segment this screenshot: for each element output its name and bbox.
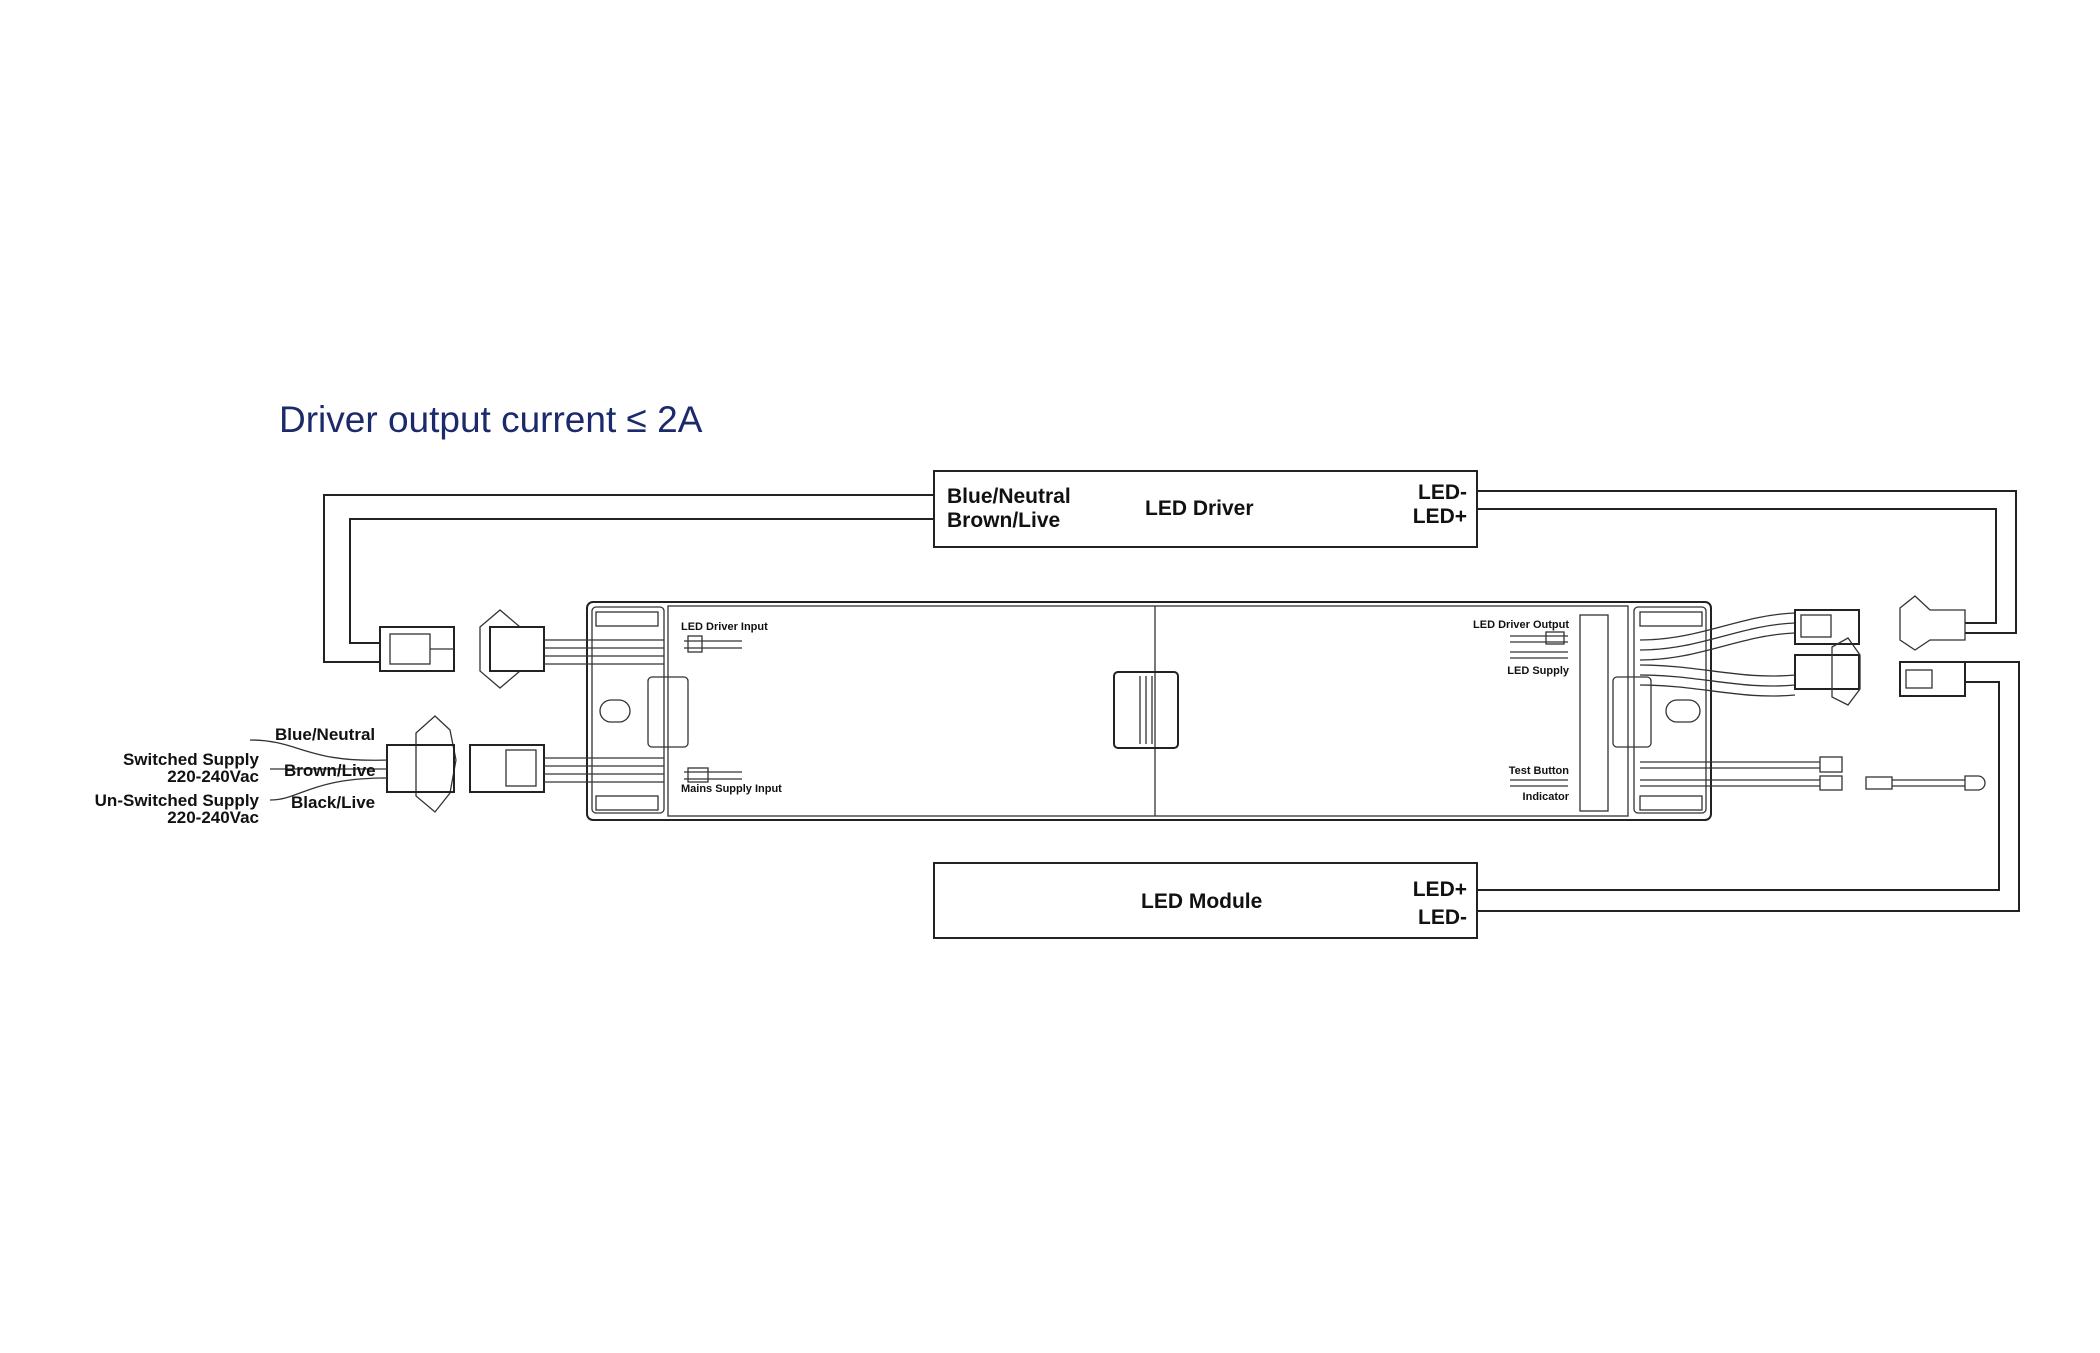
module-wires (1477, 661, 2020, 912)
led-module-label: LED Module (1141, 890, 1262, 913)
test-button-label: Test Button (1509, 765, 1570, 777)
unswitched-supply-voltage: 220-240Vac (167, 808, 259, 827)
switched-supply-label: Switched Supply (123, 750, 260, 769)
switched-supply-voltage: 220-240Vac (167, 767, 259, 786)
driver-output-led-minus: LED- (1418, 481, 1467, 504)
led-module-box: LED Module LED+ LED- (933, 862, 1478, 939)
led-driver-box: Blue/Neutral Brown/Live LED Driver LED- … (933, 470, 1478, 548)
led-driver-output-label: LED Driver Output (1473, 619, 1569, 631)
indicator-led-icon (1964, 775, 1986, 791)
test-button-icon (1819, 756, 1843, 773)
mains-supply-input-label: Mains Supply Input (681, 783, 782, 795)
led-supply-label: LED Supply (1507, 665, 1570, 677)
wire-brown-live-label: Brown/Live (284, 761, 376, 780)
driver-output-wires (1477, 490, 2017, 634)
driver-output-led-plus: LED+ (1413, 505, 1467, 528)
unswitched-supply-label: Un-Switched Supply (95, 791, 260, 810)
diagram-title: Driver output current ≤ 2A (279, 399, 703, 440)
led-driver-input-label: LED Driver Input (681, 621, 768, 633)
driver-input-brown-live: Brown/Live (947, 509, 1060, 532)
indicator-label: Indicator (1523, 791, 1570, 803)
driver-input-connector-pair (379, 609, 664, 689)
led-driver-label: LED Driver (1145, 497, 1254, 520)
output-connectors (1639, 595, 1986, 791)
mains-connector-pair (249, 715, 664, 813)
wire-blue-neutral-label: Blue/Neutral (275, 725, 375, 744)
driver-input-wires (323, 494, 934, 663)
driver-input-blue-neutral: Blue/Neutral (947, 485, 1071, 508)
wire-black-live-label: Black/Live (291, 793, 375, 812)
emergency-unit-body: LED Driver Input Mains Supply Input LED … (586, 601, 1712, 821)
module-led-plus: LED+ (1413, 878, 1467, 901)
module-led-minus: LED- (1418, 906, 1467, 929)
